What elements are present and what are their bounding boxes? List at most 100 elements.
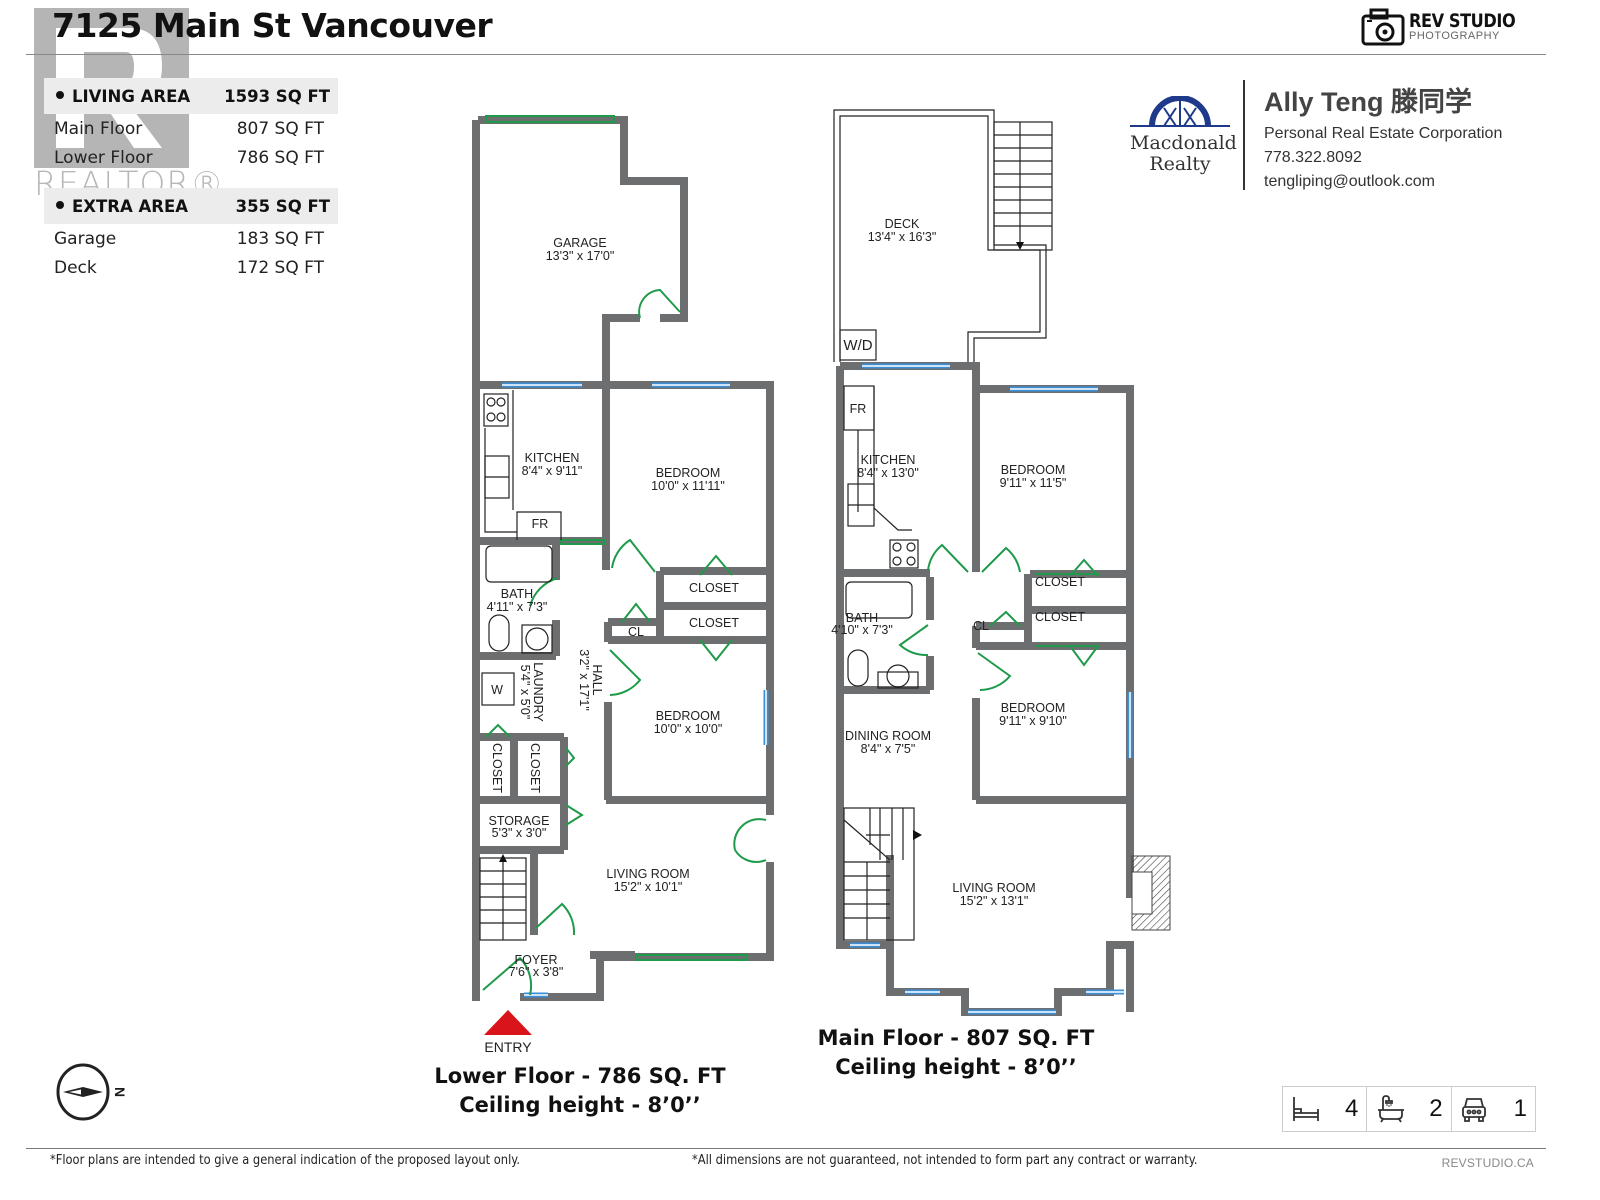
page-title: 7125 Main St Vancouver [52,6,493,45]
extra-area-header: EXTRA AREA 355 SQ FT [44,188,338,224]
deck-dims: 13'4" x 16'3" [868,230,937,244]
kitchen-label: KITCHEN [861,453,916,467]
laundry-label: LAUNDRY [531,662,545,722]
bath-label: BATH [501,587,533,601]
area-row-value: 183 SQ FT [236,228,324,249]
living-area-total: 1593 SQ FT [224,86,330,106]
area-row-label: Lower Floor [54,147,153,168]
fridge-label: FR [850,402,867,416]
brokerage-name-2: Realty [1149,152,1211,175]
living-area-label: LIVING AREA [72,86,191,106]
brokerage-name-1: Macdonald [1130,132,1237,154]
car-icon [1461,1098,1486,1122]
bath-label: BATH [846,611,878,625]
camera-icon [1361,8,1405,46]
agent-email[interactable]: tengliping@outlook.com [1264,173,1436,190]
closet2-label: CLOSET [689,616,739,630]
studio-subtitle: PHOTOGRAPHY [1409,30,1500,42]
disclaimer-right: *All dimensions are not guaranteed, not … [692,1152,1198,1168]
living-area-header: LIVING AREA 1593 SQ FT [44,78,338,114]
fridge-label: FR [532,517,549,531]
living-label: LIVING ROOM [606,867,689,881]
bed-icon [1293,1097,1319,1121]
closet2-label: CLOSET [1035,610,1085,624]
bath-dims: 4'11" x 7'3" [487,600,548,614]
hall-label: HALL [590,664,604,695]
entry-marker: ENTRY [484,1010,532,1055]
kitchen-dims: 8'4" x 9'11" [522,464,583,478]
bullet-icon [56,91,64,99]
footer-site[interactable]: REVSTUDIO.CA [1441,1156,1534,1170]
washer-label: W [491,683,503,697]
main-floor-caption: Main Floor - 807 SQ. FT Ceiling height -… [806,1024,1106,1082]
area-row: Lower Floor 786 SQ FT [44,143,338,172]
dining-label: DINING ROOM [845,729,931,743]
header-divider [26,54,1546,55]
living-dims: 15'2" x 13'1" [960,894,1029,908]
studio-name: REV STUDIO [1409,10,1516,32]
lower-floor-ceiling: Ceiling height - 8’0’’ [459,1093,701,1117]
area-row: Main Floor 807 SQ FT [44,114,338,143]
compass-icon [56,1063,110,1121]
bedroom1-label: BEDROOM [1001,463,1066,477]
laundry-dims: 5'4" x 5'0" [518,665,532,720]
bedroom2-dims: 10'0" x 10'0" [654,722,723,736]
bathtub-icon [1378,1095,1405,1123]
bedroom1-dims: 10'0" x 11'11" [651,479,725,493]
lower-floor-area: Lower Floor - 786 SQ. FT [434,1064,726,1088]
disclaimer-left: *Floor plans are intended to give a gene… [50,1152,521,1168]
agent-phone[interactable]: 778.322.8092 [1264,149,1362,166]
macdonald-arch-icon [1130,95,1230,127]
cl-label: CL [973,619,989,633]
garage-dims: 13'3" x 17'0" [546,249,615,263]
area-row-label: Main Floor [54,118,143,139]
entry-label: ENTRY [484,1039,532,1055]
bedroom2-label: BEDROOM [656,709,721,723]
agent-card: Macdonald Realty Ally Teng 滕同学 Personal … [1120,76,1540,196]
stat-parking-value: 1 [1513,1095,1527,1122]
agent-name: Ally Teng 滕同学 [1264,87,1473,117]
main-floor-area: Main Floor - 807 SQ. FT [817,1026,1095,1050]
storage-dims: 5'3" x 3'0" [492,826,547,840]
area-row-label: Deck [54,257,97,278]
agent-divider [1243,80,1245,190]
area-row: Deck 172 SQ FT [44,253,338,282]
stat-bathrooms-value: 2 [1429,1095,1443,1122]
footer-divider [26,1148,1546,1149]
bath-dims: 4'10" x 7'3" [831,623,893,637]
stat-bedrooms-value: 4 [1344,1095,1359,1122]
foyer-label: FOYER [514,953,557,967]
area-row-value: 172 SQ FT [236,257,324,278]
cl-label: CL [628,625,644,639]
dining-dims: 8'4" x 7'5" [861,742,916,756]
main-floor-ceiling: Ceiling height - 8’0’’ [835,1055,1077,1079]
hall-dims: 3'2" x 17'1" [577,649,591,711]
living-dims: 15'2" x 10'1" [614,880,683,894]
agent-title: Personal Real Estate Corporation [1264,125,1503,142]
stat-bedrooms: 4 [1283,1087,1368,1131]
kitchen-dims: 8'4" x 13'0" [857,466,919,480]
bedroom2-dims: 9'11" x 9'10" [999,714,1067,728]
stat-bathrooms: 2 [1367,1087,1452,1131]
bedroom1-label: BEDROOM [656,466,721,480]
compass-north-label: N [112,1086,129,1098]
area-row-value: 807 SQ FT [236,118,324,139]
macdonald-realty-logo: Macdonald Realty [1130,95,1237,175]
rev-studio-logo: REV STUDIO PHOTOGRAPHY [1361,8,1534,46]
foyer-dims: 7'6" x 3'8" [509,965,564,979]
garage-label: GARAGE [553,236,607,250]
area-summary: LIVING AREA 1593 SQ FT Main Floor 807 SQ… [44,78,338,282]
lower-floor-caption: Lower Floor - 786 SQ. FT Ceiling height … [430,1062,730,1120]
extra-area-total: 355 SQ FT [235,196,330,216]
deck-label: DECK [885,217,920,231]
property-stats: 4 2 1 [1282,1086,1536,1132]
living-label: LIVING ROOM [952,881,1035,895]
area-row-value: 786 SQ FT [236,147,324,168]
area-row: Garage 183 SQ FT [44,224,338,253]
bedroom1-dims: 9'11" x 11'5" [1000,476,1067,490]
kitchen-label: KITCHEN [525,451,580,465]
entry-arrow-icon [484,1010,532,1035]
bullet-icon [56,201,64,209]
